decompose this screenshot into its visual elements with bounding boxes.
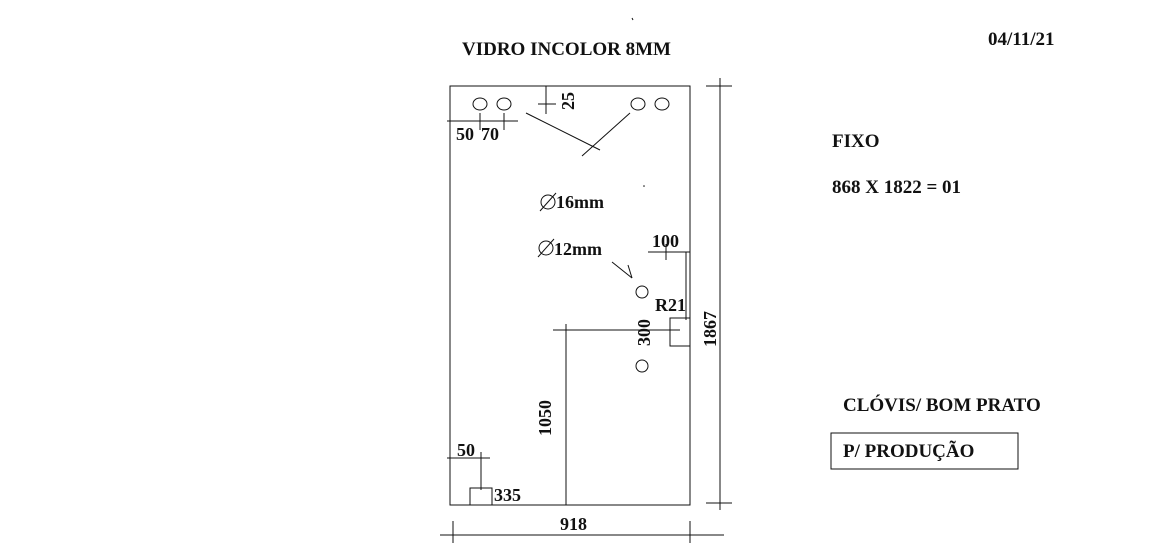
glass-panel-outline	[449, 85, 691, 506]
production-stamp-box	[830, 432, 1019, 470]
dim-small-hole-diameter: 12mm	[554, 239, 602, 259]
dim-bottom-notch: 335	[494, 485, 521, 505]
dimension-top-offset: 25	[538, 86, 578, 114]
leader-line-lower	[627, 264, 633, 279]
leader-line-upper-left	[525, 112, 601, 151]
leader-line-lower-b	[611, 261, 633, 279]
hole-top-right-1	[630, 97, 646, 111]
top-holes	[472, 97, 670, 111]
bottom-notch-rect	[469, 487, 493, 506]
diameter-callout-12: 12mm	[537, 238, 602, 259]
dimension-notch-height: 300 1050	[535, 319, 680, 505]
glass-measure-label: 868 X 1822 = 01	[832, 177, 961, 198]
production-stamp-label: P/ PRODUÇÃO	[843, 440, 974, 462]
dim-total-height: 1867	[700, 311, 720, 347]
dimension-total-width: 918	[440, 514, 724, 543]
hole-top-left-2	[496, 97, 512, 111]
dimension-total-height: 1867	[700, 78, 732, 510]
dim-hole-spacing-label: 70	[481, 124, 499, 144]
diameter-callout-16: 16mm	[539, 192, 604, 212]
stray-mark	[631, 17, 634, 21]
dimension-bottom-left: 50 335	[447, 440, 521, 506]
hole-side-upper	[635, 285, 649, 299]
dim-hole-left-offset-label: 50	[456, 124, 474, 144]
corner-notch: R21	[655, 295, 691, 347]
dim-corner-radius: R21	[655, 295, 686, 315]
dim-top-offset-label: 25	[558, 92, 578, 110]
drawing-date: 04/11/21	[988, 29, 1055, 50]
glass-type-label: FIXO	[832, 131, 880, 152]
hole-top-right-2	[654, 97, 670, 111]
dim-bottom-left-offset: 50	[457, 440, 475, 460]
dim-total-width: 918	[560, 514, 587, 534]
drawing-title: VIDRO INCOLOR 8MM	[462, 39, 671, 60]
dim-notch-edge-label: 100	[652, 231, 679, 251]
client-label: CLÓVIS/ BOM PRATO	[843, 394, 1041, 416]
hole-side-lower	[635, 359, 649, 373]
dim-hole-pair-spacing: 300	[634, 319, 654, 346]
dim-large-hole-diameter: 16mm	[556, 192, 604, 212]
dimension-top-hole-spacing: 25 50 70	[447, 113, 518, 144]
stray-dot	[643, 185, 645, 187]
leader-line-upper-right	[581, 112, 631, 157]
hole-top-left-1	[472, 97, 488, 111]
notch-rect	[669, 317, 691, 347]
dimension-notch-edge: 100	[648, 231, 690, 320]
dim-notch-height: 1050	[535, 400, 555, 436]
